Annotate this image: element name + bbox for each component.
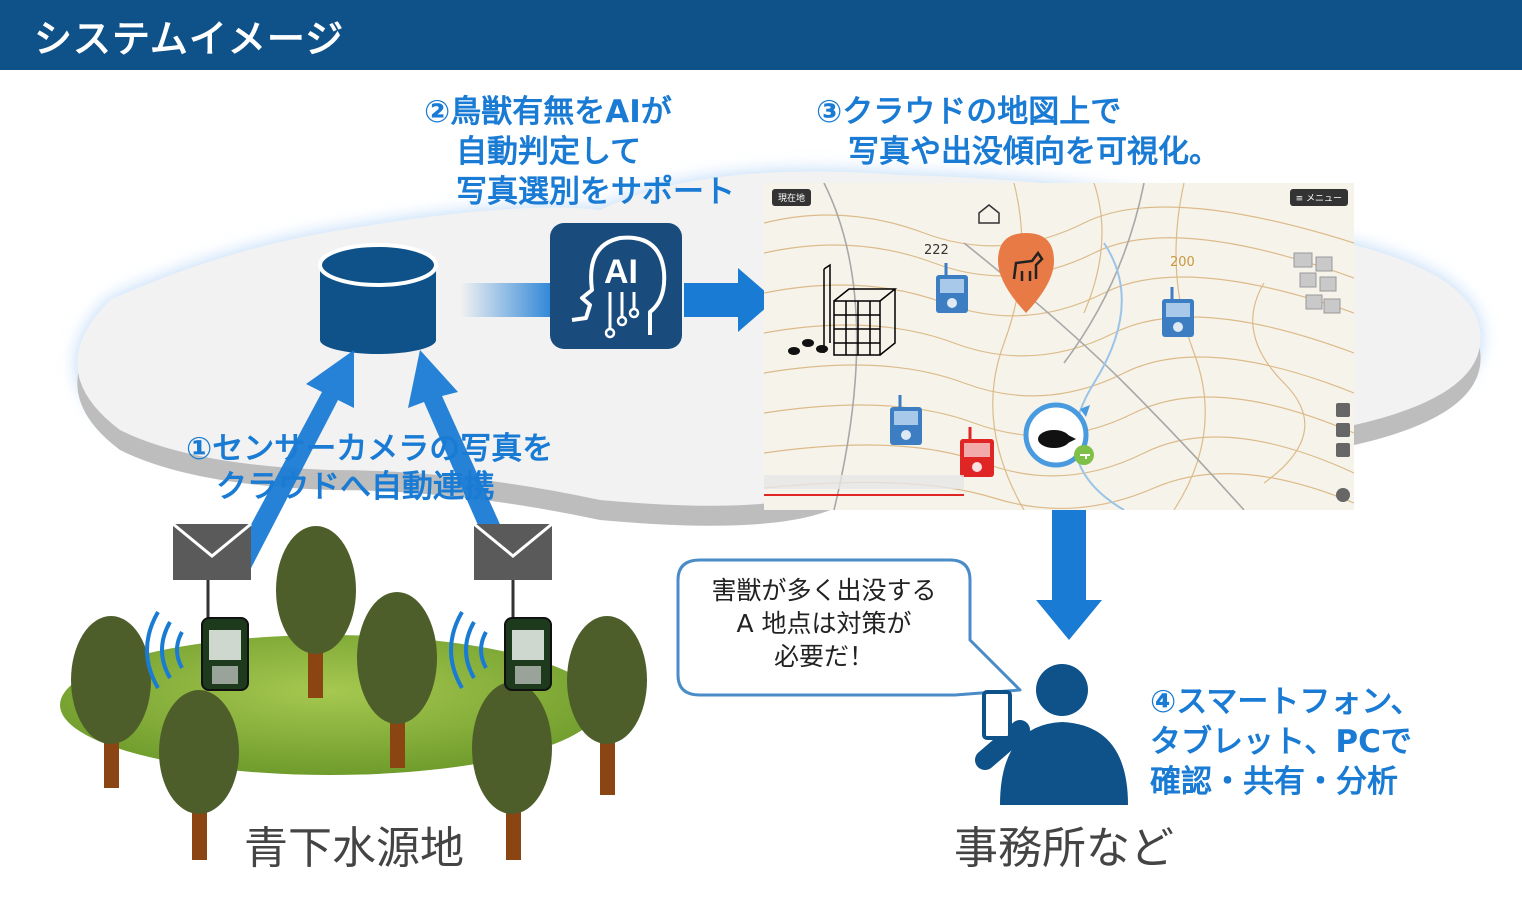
step4-line: タブレット、PCで bbox=[1150, 724, 1412, 760]
map-to-office-arrow bbox=[1036, 495, 1102, 640]
cloud-map-panel[interactable]: 現在地 ≡ メニュー 222 200 bbox=[764, 183, 1354, 510]
header-bar: システムイメージ bbox=[0, 0, 1522, 70]
camera-marker-icon bbox=[890, 395, 922, 445]
ai-icon-label: AI bbox=[604, 253, 638, 291]
db-to-ai-arrow bbox=[460, 283, 552, 317]
step4-line: ④スマートフォン、 bbox=[1150, 684, 1422, 720]
upload-arrow-right bbox=[408, 350, 508, 548]
bubble-line: 必要だ！ bbox=[773, 642, 874, 671]
tree bbox=[357, 592, 437, 768]
step3-text: ③クラウドの地図上で 写真や出没傾向を可視化。 bbox=[816, 92, 1220, 172]
step2-text: ②鳥獣有無をAIが 自動判定して 写真選別をサポート bbox=[424, 92, 735, 212]
step2-line: ②鳥獣有無をAIが bbox=[424, 94, 672, 130]
person-icon bbox=[975, 664, 1128, 805]
office-caption: 事務所など bbox=[954, 823, 1174, 874]
topographic-map bbox=[764, 183, 1354, 510]
elevation-label: 222 bbox=[924, 243, 949, 258]
step3-line: ③クラウドの地図上で bbox=[816, 94, 1122, 130]
ai-brain-icon bbox=[550, 223, 682, 349]
tree bbox=[159, 690, 239, 860]
elevation-label: 200 bbox=[1170, 255, 1195, 270]
tree bbox=[276, 526, 356, 698]
step1-line: クラウドへ自動連携 bbox=[216, 469, 495, 505]
database-icon bbox=[318, 243, 438, 354]
ai-to-map-arrow bbox=[684, 268, 775, 332]
step2-line: 自動判定して bbox=[456, 134, 642, 170]
speech-bubble bbox=[676, 558, 1022, 697]
speech-bubble-text: 害獣が多く出没する A 地点は対策が 必要だ！ bbox=[684, 574, 964, 673]
step1-text: ①センサーカメラの写真を クラウドへ自動連携 bbox=[186, 430, 553, 506]
menu-button[interactable]: ≡ メニュー bbox=[1289, 189, 1348, 206]
step2-line: 写真選別をサポート bbox=[456, 174, 735, 210]
step4-line: 確認・共有・分析 bbox=[1150, 764, 1398, 800]
sensor-camera-left bbox=[145, 522, 252, 691]
camera-marker-icon bbox=[1162, 287, 1194, 337]
camera-marker-red-icon bbox=[960, 427, 994, 477]
current-location-button[interactable]: 現在地 bbox=[772, 189, 812, 206]
step4-text: ④スマートフォン、 タブレット、PCで 確認・共有・分析 bbox=[1150, 682, 1421, 802]
site-caption: 青下水源地 bbox=[244, 823, 464, 874]
bubble-line: 害獣が多く出没する bbox=[711, 576, 937, 605]
step3-line: 写真や出没傾向を可視化。 bbox=[848, 134, 1220, 170]
step1-line: ①センサーカメラの写真を bbox=[186, 431, 554, 467]
camera-marker-icon bbox=[936, 263, 968, 313]
trap-cage-icon bbox=[823, 263, 898, 356]
tree bbox=[567, 616, 647, 795]
deer-marker-icon bbox=[998, 233, 1054, 313]
page-title: システムイメージ bbox=[34, 17, 345, 61]
sensor-camera-right bbox=[449, 522, 553, 691]
boar-marker-icon bbox=[1023, 402, 1094, 468]
tree bbox=[472, 682, 552, 860]
bubble-line: A 地点は対策が bbox=[736, 609, 912, 638]
upload-arrow-left bbox=[232, 350, 354, 570]
tree bbox=[71, 616, 151, 788]
